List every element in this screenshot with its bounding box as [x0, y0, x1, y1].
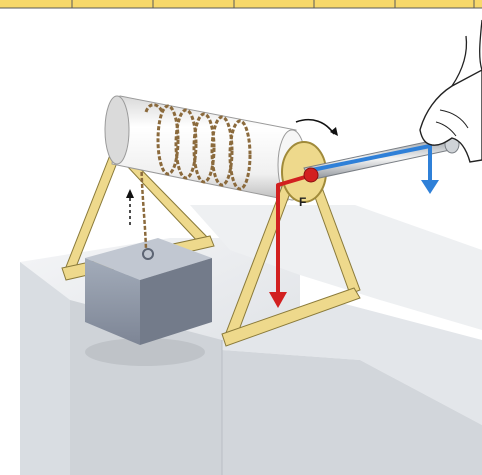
weight-shadow	[85, 338, 205, 366]
drum	[104, 95, 307, 201]
handle-force-arrowhead	[421, 180, 439, 194]
rope-hanging	[140, 147, 148, 251]
weight-block	[85, 238, 212, 345]
top-band-fill	[0, 0, 482, 8]
curved-arrow-icon	[295, 118, 338, 136]
block-front-right	[140, 258, 212, 345]
drum-end-left	[104, 95, 130, 165]
handle-force-arrow	[311, 144, 432, 180]
rope-coils	[144, 103, 252, 191]
top-band	[0, 0, 482, 9]
platform-face-right	[222, 350, 482, 475]
top-band-dividers	[0, 0, 482, 9]
drum-body	[111, 95, 297, 201]
platform	[20, 205, 482, 475]
hand-icon	[419, 19, 482, 163]
load-force-arrow	[276, 173, 313, 292]
platform-top-front	[222, 300, 482, 425]
dashed-up-arrow-icon	[126, 189, 134, 225]
force-label-f: F	[299, 195, 306, 209]
block-front-left	[85, 258, 140, 345]
platform-face-left	[20, 262, 70, 475]
axle-pivot	[303, 167, 319, 183]
right-frame-base	[221, 287, 361, 347]
right-a-frame	[221, 141, 361, 347]
load-force-arrowhead	[269, 292, 287, 308]
block-hook	[142, 248, 154, 260]
